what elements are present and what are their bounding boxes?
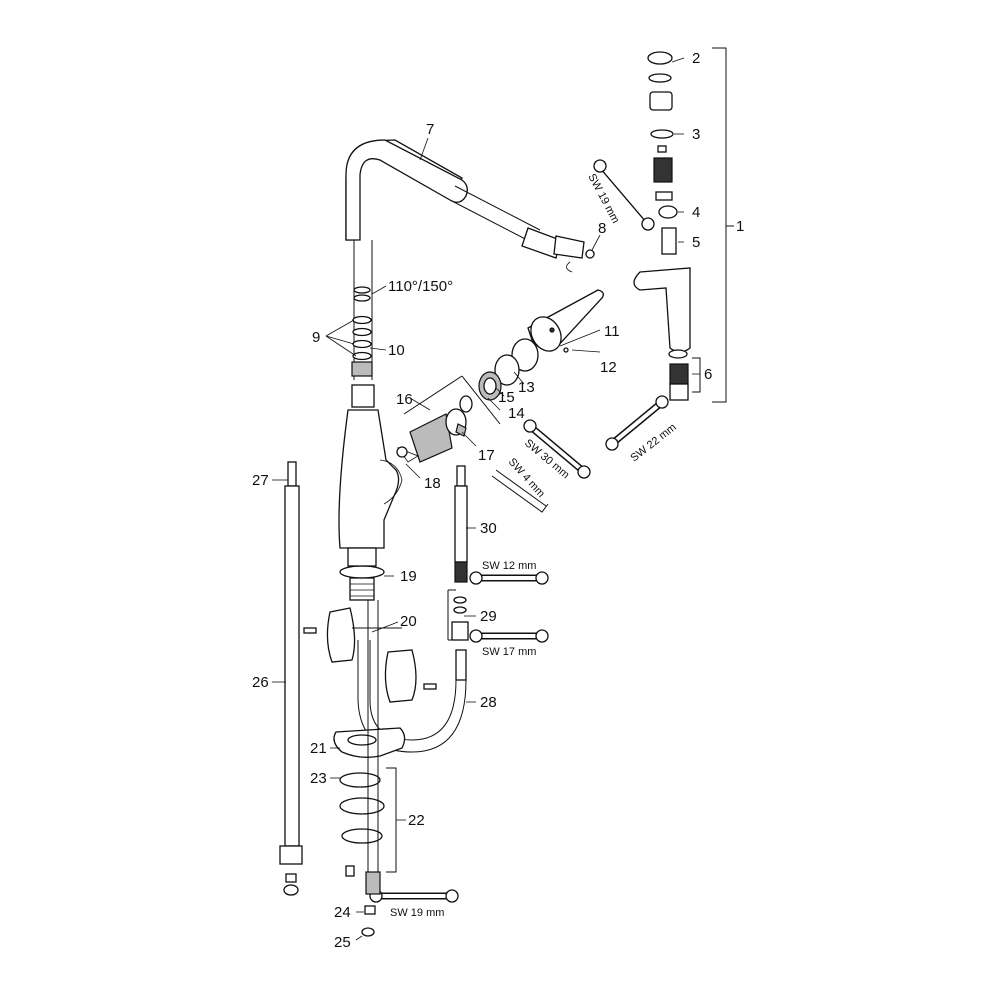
wrench-sw22 <box>605 395 669 451</box>
callout-20: 20 <box>400 613 417 630</box>
wrench-sw17 <box>469 629 549 643</box>
callout-22: 22 <box>408 812 425 829</box>
callout-14: 14 <box>508 405 525 422</box>
swivel-angle-label: 110°/150° <box>388 278 453 295</box>
callout-23: 23 <box>310 770 327 787</box>
hex-key-sw4 <box>491 469 549 513</box>
wrench-sw12 <box>469 571 549 585</box>
callout-10: 10 <box>388 342 405 359</box>
mounting-base <box>333 600 406 937</box>
tool-label-sw17: SW 17 mm <box>482 646 536 658</box>
callout-30: 30 <box>480 520 497 537</box>
callout-13: 13 <box>518 379 535 396</box>
tool-label-sw4: SW 4 mm <box>506 456 547 500</box>
callout-16: 16 <box>396 391 413 408</box>
cap-stack <box>633 51 691 401</box>
spout-assembly <box>345 139 595 380</box>
callout-5: 5 <box>692 234 700 251</box>
callout-1: 1 <box>736 218 744 235</box>
callout-21: 21 <box>310 740 327 757</box>
callout-6: 6 <box>704 366 712 383</box>
bracket-1 <box>712 47 727 403</box>
callout-7: 7 <box>426 121 434 138</box>
tool-label-sw19-bottom: SW 19 mm <box>390 907 444 919</box>
callout-2: 2 <box>692 50 700 67</box>
callout-4: 4 <box>692 204 700 221</box>
callout-18: 18 <box>424 475 441 492</box>
callout-28: 28 <box>480 694 497 711</box>
faucet-body <box>338 384 403 601</box>
callout-24: 24 <box>334 904 351 921</box>
callout-11: 11 <box>604 323 620 340</box>
leader-lines <box>272 57 700 941</box>
hose-30 <box>357 465 469 753</box>
handle-group <box>478 289 604 401</box>
callout-26: 26 <box>252 674 269 691</box>
callout-9: 9 <box>312 329 320 346</box>
wrench-sw19-top <box>593 159 655 231</box>
wrench-sw30 <box>523 419 591 479</box>
wrench-sw19-bottom <box>369 889 459 903</box>
supply-hose-26 <box>279 461 303 896</box>
callout-29: 29 <box>480 608 497 625</box>
callout-8: 8 <box>598 220 606 237</box>
cartridge-group <box>396 375 501 463</box>
callout-25: 25 <box>334 934 351 951</box>
callout-19: 19 <box>400 568 417 585</box>
callout-12: 12 <box>600 359 617 376</box>
callout-3: 3 <box>692 126 700 143</box>
callout-17: 17 <box>478 447 495 464</box>
tool-label-sw19-top: SW 19 mm <box>585 172 621 226</box>
tool-label-sw12: SW 12 mm <box>482 560 536 572</box>
callout-27: 27 <box>252 472 269 489</box>
callout-15: 15 <box>498 389 515 406</box>
mount-brackets-20 <box>303 607 437 703</box>
hose-rings <box>351 286 373 377</box>
